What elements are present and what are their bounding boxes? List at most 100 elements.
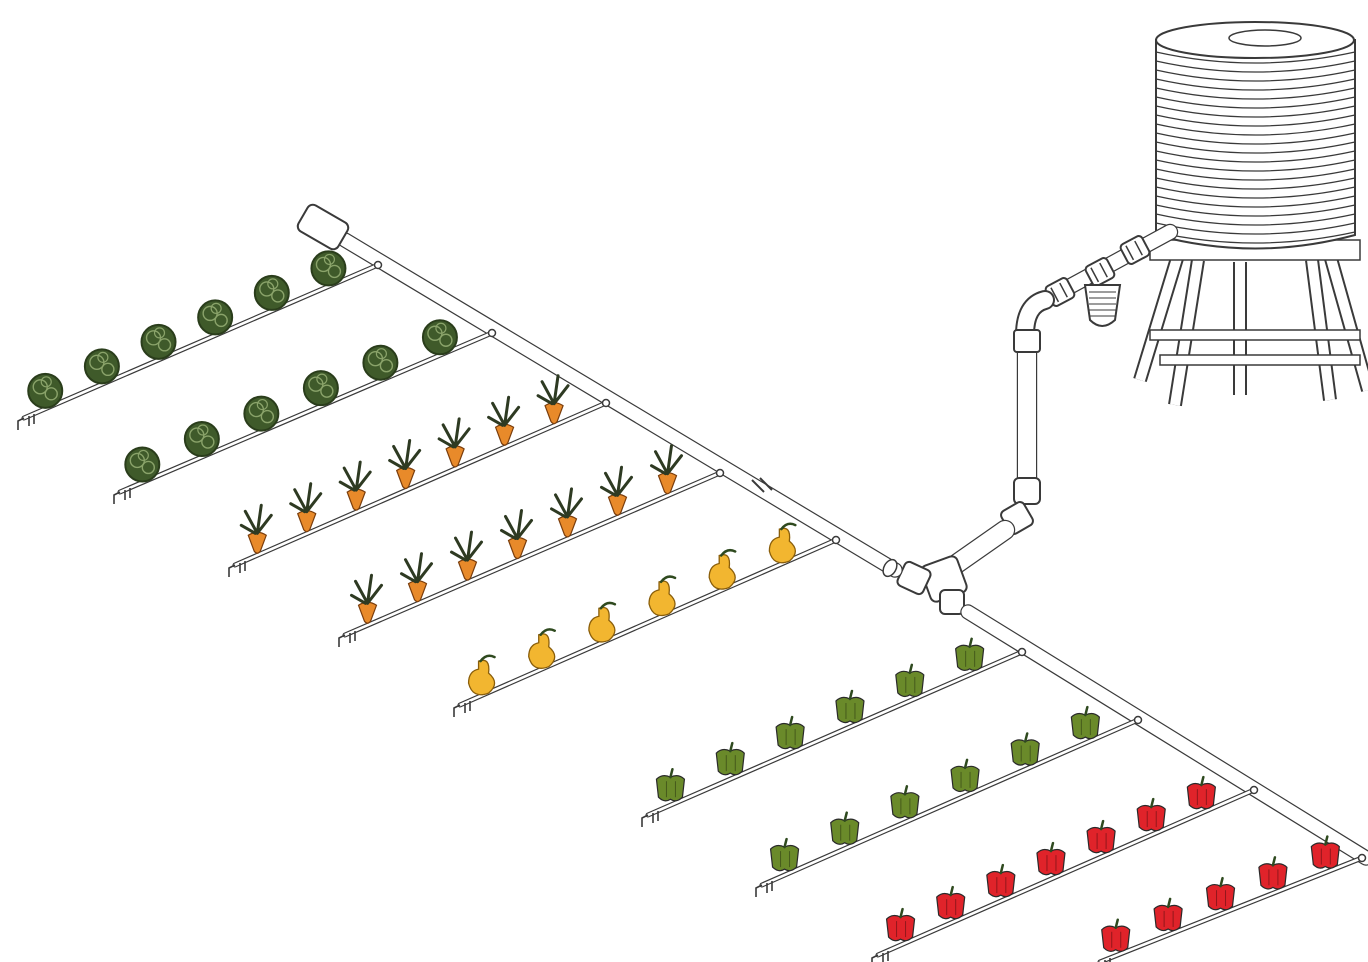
green-pepper-icon xyxy=(1010,732,1040,766)
tank-rib xyxy=(1155,78,1356,91)
red-pepper-icon xyxy=(1101,918,1131,952)
drip-row-6 xyxy=(641,637,1027,827)
drip-end-fitting xyxy=(228,561,246,577)
squash-icon xyxy=(708,548,737,590)
green-pepper-icon xyxy=(775,715,805,750)
lettuce-icon xyxy=(124,446,161,483)
red-pepper-icon xyxy=(1153,897,1183,932)
main-pipes xyxy=(296,203,1368,866)
carrot-icon xyxy=(450,530,483,581)
green-pepper-icon xyxy=(955,637,985,672)
carrot-icon xyxy=(239,503,273,554)
row-connector xyxy=(1017,647,1027,657)
carrot-icon xyxy=(289,482,323,533)
lower-main-pipe xyxy=(960,604,1368,866)
tank-rib xyxy=(1155,159,1356,172)
red-pepper-icon xyxy=(1086,819,1116,854)
lettuce-icon xyxy=(302,370,339,407)
drip-row-5 xyxy=(453,522,841,717)
tank-stand-brace xyxy=(1149,329,1361,341)
diagonal-supply-pipe xyxy=(944,519,1016,576)
drip-row-7 xyxy=(755,705,1143,897)
drip-row-3 xyxy=(228,374,611,577)
green-pepper-icon xyxy=(1070,705,1100,740)
row-connector xyxy=(1357,853,1367,863)
carrot-icon xyxy=(388,438,422,490)
tank-rib xyxy=(1155,141,1356,154)
tank-rib xyxy=(1155,186,1356,199)
drip-end-fitting xyxy=(338,631,356,647)
pipe-coupling xyxy=(751,479,765,493)
end-cap-valve xyxy=(296,203,350,251)
row-connector xyxy=(1133,715,1143,725)
red-pepper-icon xyxy=(1036,841,1066,876)
tank-rib xyxy=(1155,222,1356,235)
valve-icon xyxy=(1013,477,1041,505)
red-pepper-icon xyxy=(1310,835,1340,869)
tank-rib xyxy=(1155,168,1356,181)
tank-rib xyxy=(1155,105,1356,118)
tank-rib xyxy=(1155,204,1356,217)
lettuce-icon xyxy=(421,319,458,356)
green-pepper-icon xyxy=(655,767,686,802)
drip-end-fitting xyxy=(871,951,889,962)
green-pepper-icon xyxy=(890,785,920,819)
water-tank xyxy=(1133,21,1368,407)
lettuce-icon xyxy=(183,421,220,458)
tank-stand-brace xyxy=(1159,354,1361,366)
carrot-icon xyxy=(536,374,570,425)
squash-icon xyxy=(467,654,496,696)
carrot-icon xyxy=(437,417,471,468)
tank-rib xyxy=(1155,123,1356,136)
lettuce-icon xyxy=(27,372,64,409)
carrot-icon xyxy=(600,465,633,516)
valve-icon xyxy=(1084,257,1116,287)
row-connector xyxy=(831,535,841,545)
green-pepper-icon xyxy=(830,811,860,845)
carrot-icon xyxy=(350,573,383,624)
drip-end-fitting xyxy=(113,488,131,504)
squash-icon xyxy=(588,601,617,643)
tank-rib xyxy=(1155,213,1356,226)
upper-main-pipe xyxy=(337,232,903,578)
red-pepper-icon xyxy=(1205,876,1236,911)
tank-rib xyxy=(1155,177,1356,190)
green-pepper-icon xyxy=(835,689,865,724)
tank-hatch xyxy=(1228,29,1302,47)
supply-line xyxy=(896,223,1179,615)
red-pepper-icon xyxy=(986,863,1016,898)
tank-rib xyxy=(1155,60,1356,73)
red-pepper-icon xyxy=(1258,856,1288,890)
lettuce-icon xyxy=(253,274,290,311)
green-pepper-icon xyxy=(950,758,980,793)
tank-rib xyxy=(1155,195,1356,208)
row-connector xyxy=(487,328,497,338)
lettuce-icon xyxy=(243,395,280,432)
pipe-coupling xyxy=(1013,329,1041,353)
valve-icon xyxy=(939,589,965,615)
drip-end-fitting xyxy=(755,881,773,897)
tank-rib xyxy=(1155,87,1356,100)
row-connector xyxy=(715,468,725,478)
green-pepper-icon xyxy=(769,837,800,872)
tank-rib xyxy=(1155,96,1356,109)
valve-icon xyxy=(1119,235,1151,265)
lettuce-icon xyxy=(140,323,177,360)
drip-row-4 xyxy=(338,444,725,647)
tank-rib xyxy=(1155,114,1356,127)
red-pepper-icon xyxy=(1136,797,1166,832)
lettuce-icon xyxy=(197,299,234,336)
drip-end-fitting xyxy=(641,811,659,827)
lettuce-icon xyxy=(83,348,120,385)
tank-rib xyxy=(1155,150,1356,163)
squash-icon xyxy=(768,522,797,564)
carrot-icon xyxy=(338,460,372,511)
red-pepper-icon xyxy=(885,907,916,942)
squash-icon xyxy=(528,628,556,669)
drip-row-9 xyxy=(1097,835,1367,962)
carrot-icon xyxy=(400,552,433,603)
carrot-icon xyxy=(550,487,583,538)
tank-rib xyxy=(1155,69,1356,82)
drip-row-2 xyxy=(113,319,497,504)
row-connector xyxy=(373,260,383,270)
